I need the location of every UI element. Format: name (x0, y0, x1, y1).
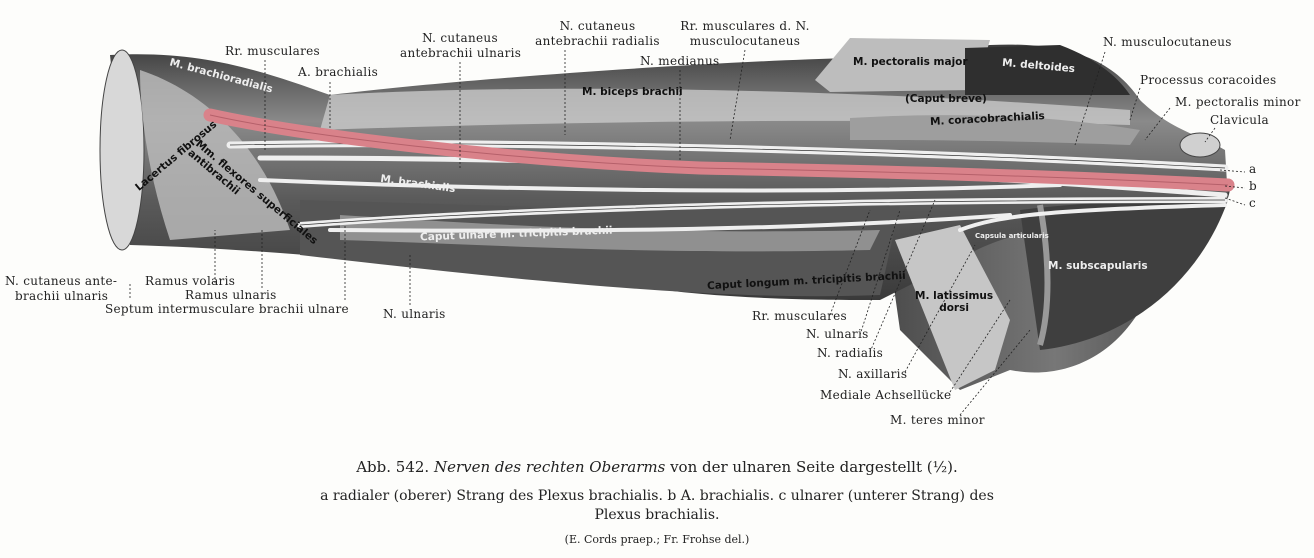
label-b: b (1249, 179, 1257, 193)
deltoid (965, 45, 1130, 95)
label-rr-musculares-bottom: Rr. musculares (752, 309, 847, 323)
label-n-musculocutaneus: N. musculocutaneus (1103, 35, 1232, 49)
figure-credit: (E. Cords praep.; Fr. Frohse del.) (564, 533, 750, 546)
muscle-subscapularis: M. subscapularis (1048, 260, 1148, 272)
label-line: M. latissimus (915, 290, 994, 302)
figure-number: Abb. 542. (356, 458, 430, 476)
label-line: antebrachii ulnaris (400, 46, 522, 60)
label-line: Rr. musculares d. N. (680, 19, 810, 33)
figure-title: Abb. 542. Nerven des rechten Oberarms vo… (0, 458, 1314, 477)
label-line: dorsi (939, 302, 969, 314)
label-ramus-ulnaris: Ramus ulnaris (185, 288, 277, 302)
figure-legend-line2: Plexus brachialis. (594, 507, 720, 523)
label-m-pectoralis-minor: M. pectoralis minor (1175, 95, 1301, 109)
forearm-cut-end (99, 49, 145, 251)
label-septum-intermusculare: Septum intermusculare brachii ulnare (105, 302, 349, 316)
label-n-ulnaris-right: N. ulnaris (806, 327, 869, 341)
label-n-axillaris: N. axillaris (838, 367, 908, 381)
latissimus-dorsi (895, 225, 1010, 390)
muscle-pectoralis-major: M. pectoralis major (853, 56, 968, 68)
leader-lines (129, 49, 1246, 416)
figure-title-rest: von der ulnaren Seite dargestellt (½). (670, 458, 958, 476)
label-a-brachialis: A. brachialis (298, 65, 379, 79)
label-n-ulnaris-left: N. ulnaris (383, 307, 446, 321)
label-rr-musculares-musculocutaneus: Rr. musculares d. N.musculocutaneus (670, 19, 820, 49)
muscle-capsula-articularis: Capsula articularis (975, 232, 1049, 240)
label-n-radialis: N. radialis (817, 346, 884, 360)
clavicula-bone (1179, 132, 1221, 158)
label-ramus-volaris: Ramus volaris (145, 274, 236, 288)
label-line: antebrachii radialis (535, 34, 660, 48)
subscapularis (1020, 200, 1228, 350)
label-m-teres-minor: M. teres minor (890, 413, 985, 427)
label-a: a (1249, 162, 1257, 176)
label-processus-coracoides: Processus coracoides (1140, 73, 1277, 87)
figure-title-italic: Nerven des rechten Oberarms (433, 458, 666, 476)
label-mediale-achselluecke: Mediale Achsellücke (820, 388, 952, 402)
label-line: N. cutaneus ante- (5, 274, 118, 288)
label-n-medianus: N. medianus (640, 54, 720, 68)
label-line: N. cutaneus (422, 31, 498, 45)
label-line: N. cutaneus (559, 19, 636, 33)
label-rr-musculares-top: Rr. musculares (225, 44, 320, 58)
label-line: brachii ulnaris (15, 289, 109, 303)
pectoralis-major (815, 38, 990, 92)
muscle-caput-breve: (Caput breve) (905, 93, 987, 105)
label-clavicula: Clavicula (1210, 113, 1269, 127)
figure-legend-line1: a radialer (oberer) Strang des Plexus br… (320, 488, 994, 504)
label-n-cutaneus-antebrachii-ulnaris-left: N. cutaneus ante-brachii ulnaris (5, 274, 117, 304)
label-c: c (1249, 196, 1257, 210)
muscle-biceps-brachii: M. biceps brachii (582, 86, 683, 98)
label-line: musculocutaneus (689, 34, 801, 48)
